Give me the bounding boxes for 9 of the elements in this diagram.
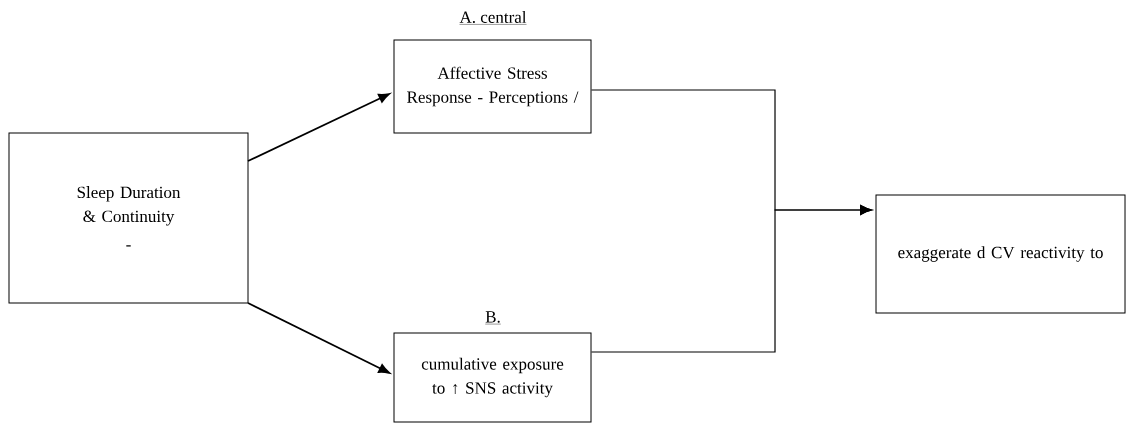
process-box: cumulative exposure to ↑ SNS activity (393, 332, 592, 423)
arrow (247, 302, 390, 374)
process-box: exaggerate d CV reactivity to (875, 194, 1126, 314)
box-heading: A. central (459, 11, 527, 25)
process-box: Affective Stress Response - Perceptions / (393, 39, 592, 134)
box-heading: B. (485, 311, 501, 325)
process-box: Sleep Duration & Continuity - (8, 132, 249, 304)
arrow (247, 93, 390, 162)
arrow (590, 204, 873, 353)
